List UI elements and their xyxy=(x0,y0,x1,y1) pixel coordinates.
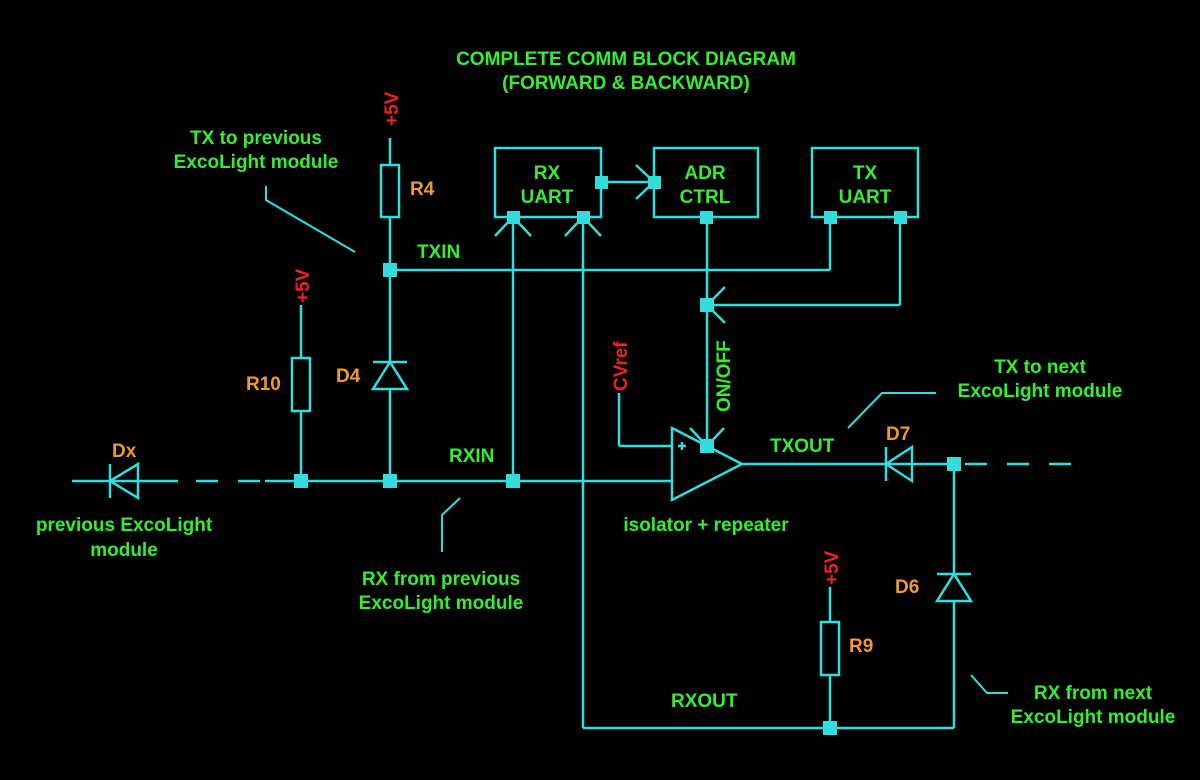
rx-uart-block: RX UART xyxy=(493,146,603,219)
d6-label: D6 xyxy=(895,577,919,598)
r4-resistor xyxy=(379,163,401,219)
r9-label: R9 xyxy=(849,636,873,657)
onoff-label: ON/OFF xyxy=(714,340,735,412)
tx-uart-block: TX UART xyxy=(810,146,920,219)
r10-resistor xyxy=(290,356,312,413)
diagram-title-line1: COMPLETE COMM BLOCK DIAGRAM xyxy=(456,49,796,70)
rx-uart-input-arrows xyxy=(494,216,602,237)
tx-prev-label-2: ExcoLight module xyxy=(174,152,339,173)
tx-next-label-2: ExcoLight module xyxy=(958,381,1123,402)
txout-label: TXOUT xyxy=(770,436,835,457)
tx-next-label-1: TX to next xyxy=(994,357,1087,378)
adr-ctrl-block: ADR CTRL xyxy=(652,146,760,219)
rx-prev-label-2: ExcoLight module xyxy=(359,593,524,614)
rx-next-label-2: ExcoLight module xyxy=(1011,707,1176,728)
txin-label: TXIN xyxy=(417,242,460,263)
rx-next-label-1: RX from next xyxy=(1034,683,1153,704)
junction-nodes xyxy=(294,263,961,735)
r9-resistor xyxy=(819,620,841,677)
tx-uart-label-2: UART xyxy=(839,187,892,208)
r4-label: R4 xyxy=(410,179,435,200)
cvref-label: CVref xyxy=(611,341,632,391)
rxout-label: RXOUT xyxy=(671,691,738,712)
dx-label: Dx xyxy=(112,441,137,462)
leader-lines xyxy=(265,186,1008,694)
r9-supply-label: +5V xyxy=(822,550,843,585)
tx-prev-label-1: TX to previous xyxy=(190,128,322,149)
r10-label: R10 xyxy=(246,374,281,395)
r10-supply-label: +5V xyxy=(293,268,314,303)
adr-ctrl-label-1: ADR xyxy=(684,163,725,184)
wires xyxy=(72,138,1080,730)
rx-prev-label-1: RX from previous xyxy=(362,569,520,590)
prev-module-label-1: previous ExcoLight xyxy=(36,515,213,536)
tx-uart-label-1: TX xyxy=(853,163,878,184)
diagram-title-line2: (FORWARD & BACKWARD) xyxy=(502,73,750,94)
rxin-label: RXIN xyxy=(449,446,494,467)
adr-ctrl-label-2: CTRL xyxy=(680,187,731,208)
rx-uart-label-2: UART xyxy=(521,187,574,208)
d4-label: D4 xyxy=(336,366,361,387)
rx-uart-label-1: RX xyxy=(534,163,561,184)
rx-to-adr-arrow xyxy=(601,164,655,200)
prev-module-label-2: module xyxy=(90,540,158,561)
r4-supply-label: +5V xyxy=(382,91,403,126)
isolator-label: isolator + repeater xyxy=(623,515,789,536)
d7-label: D7 xyxy=(886,424,910,445)
